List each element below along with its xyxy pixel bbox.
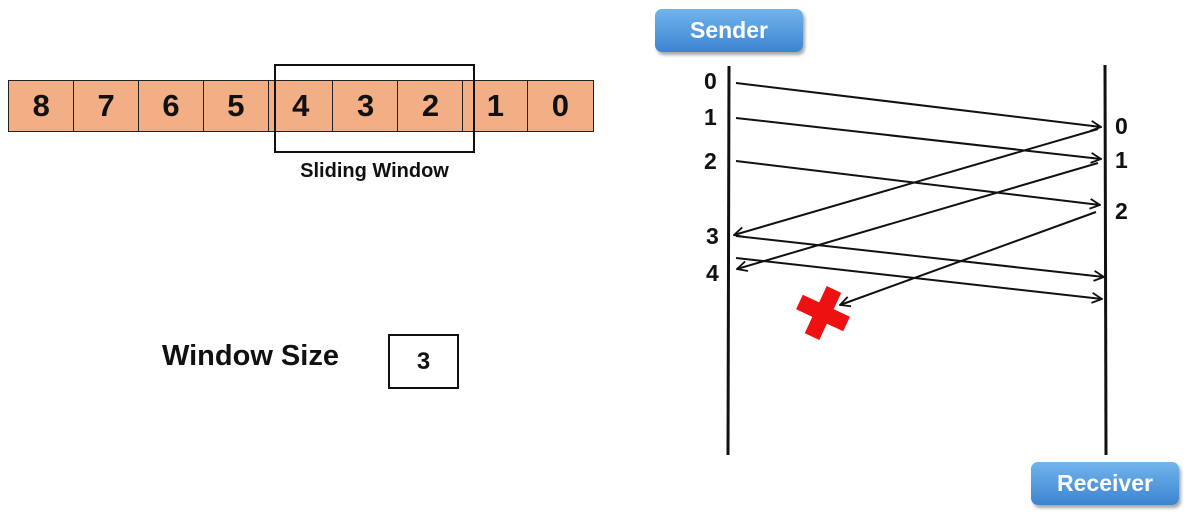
data-arrow: [735, 82, 1101, 127]
sender-seq-label: 4: [706, 260, 719, 286]
frame-cell: 6: [137, 80, 205, 132]
receiver-timeline: [1103, 64, 1108, 456]
sender-seq-label: 1: [704, 104, 717, 130]
sender-seq-label: 2: [704, 148, 717, 174]
ack-arrow: [734, 128, 1099, 235]
frame-cell: 4: [267, 80, 334, 132]
data-arrow: [735, 160, 1100, 205]
ack-arrow: [737, 162, 1099, 269]
receiver-seq-label: 1: [1115, 147, 1128, 173]
frame-cell: 8: [8, 80, 75, 132]
sliding-window-caption: Sliding Window: [300, 160, 449, 182]
receiver-button[interactable]: Receiver: [1031, 462, 1179, 505]
loss-cross-icon: [796, 286, 850, 340]
data-arrow: [735, 235, 1104, 277]
frame-cell: 7: [72, 80, 140, 132]
lost-ack-arrow: [840, 211, 1097, 305]
receiver-seq-label: 0: [1115, 113, 1128, 139]
sender-seq-label: 3: [706, 223, 719, 249]
sender-button[interactable]: Sender: [655, 9, 803, 52]
frame-sequence: 8 7 6 5 4 3 2 1 0: [8, 80, 594, 132]
window-size-value: 3: [388, 334, 459, 389]
frame-cell: 0: [527, 80, 594, 132]
frame-cell: 2: [397, 80, 464, 132]
sliding-window-outline: [274, 64, 475, 153]
window-size-label: Window Size: [162, 340, 339, 372]
data-arrow: [735, 117, 1101, 159]
sender-seq-label: 0: [704, 68, 717, 94]
sender-timeline: [726, 65, 731, 456]
receiver-seq-label: 2: [1115, 198, 1128, 224]
data-arrow: [735, 257, 1102, 299]
